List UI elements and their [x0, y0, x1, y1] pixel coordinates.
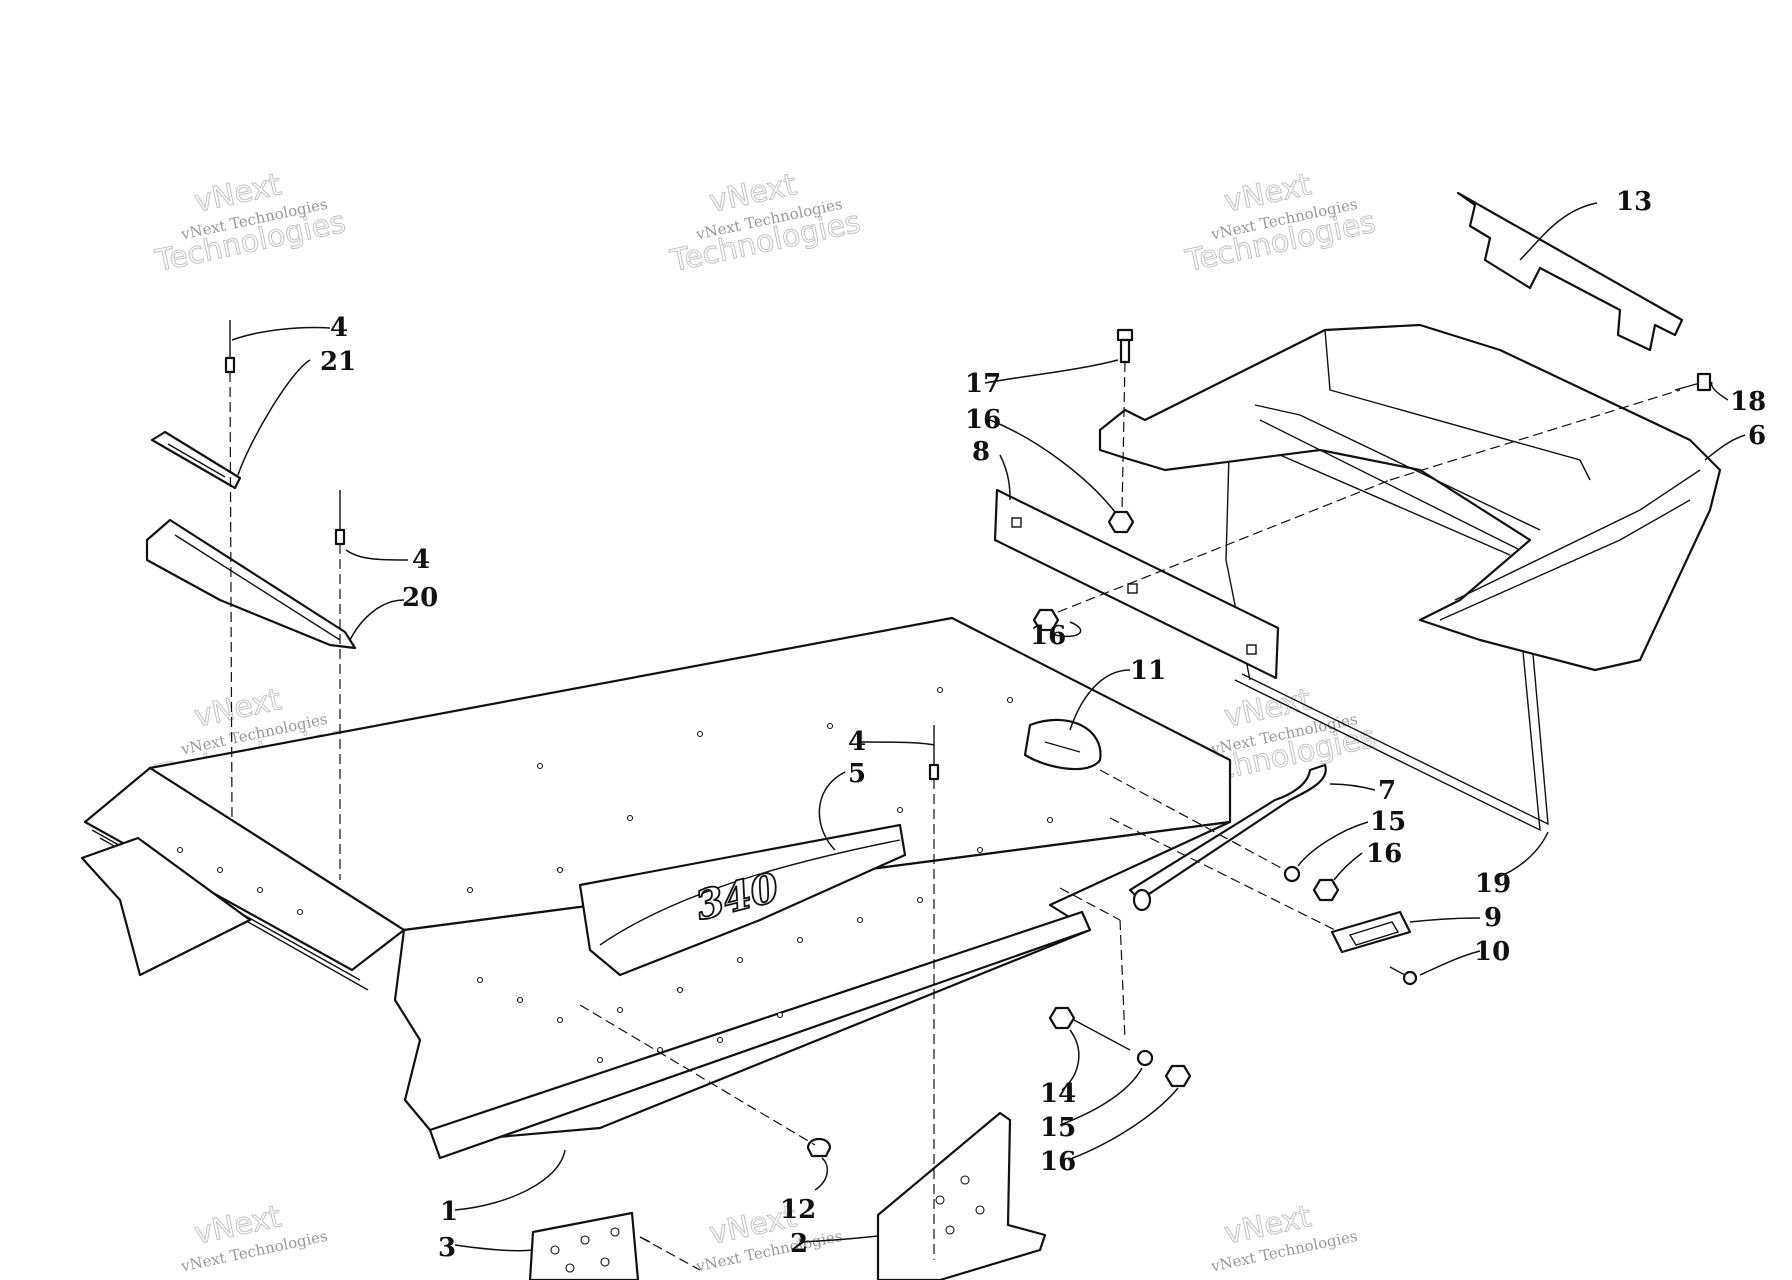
callout-21: 21	[320, 347, 356, 377]
part-20-angle-bracket	[145, 518, 357, 650]
part-3-plate	[528, 1211, 640, 1280]
callout-12: 12	[780, 1195, 816, 1225]
part-6-housing	[1098, 323, 1722, 672]
callouts: 4 21 4 20 4 5 6 7 8 9 10 11 12 13 14 15 …	[320, 187, 1766, 1263]
housing-body	[1098, 323, 1722, 672]
tube-end	[1132, 888, 1152, 912]
assembly-lines	[229, 361, 1681, 1271]
grommet-body	[1023, 718, 1102, 771]
watermark-8: vNext vNext Technologies	[694, 1199, 844, 1276]
emblem-trim-body	[578, 823, 907, 977]
callout-19: 19	[1475, 869, 1511, 899]
callout-11: 11	[1130, 656, 1166, 686]
callout-15-lower: 15	[1040, 1113, 1076, 1143]
callout-9: 9	[1484, 903, 1502, 933]
callout-16-mid: 16	[1030, 621, 1066, 651]
part-9-reflector	[1330, 910, 1412, 954]
support-bracket-body	[876, 1111, 1047, 1280]
callout-2: 2	[790, 1229, 808, 1259]
watermark-2: vNext vNext Technologies Technologies	[666, 167, 864, 280]
deck-front-rail	[428, 910, 1092, 1160]
watermark-3: vNext vNext Technologies Technologies	[1181, 167, 1379, 280]
tube-body	[1128, 763, 1327, 902]
part-7-tube	[1128, 763, 1327, 912]
plate-body	[528, 1211, 640, 1280]
nut-16a	[1107, 510, 1135, 534]
callout-13: 13	[1616, 187, 1652, 217]
part-21-strap	[150, 430, 242, 490]
callout-6: 6	[1748, 421, 1766, 451]
deck-left-tab	[80, 836, 252, 977]
callout-1: 1	[440, 1197, 458, 1227]
callout-4-mid-rivet: 4	[412, 545, 430, 575]
part-2-support-bracket	[876, 1111, 1047, 1280]
deck-front-face	[393, 820, 1232, 1144]
bolt-14	[1048, 1006, 1131, 1051]
watermark-9: vNext vNext Technologies	[1209, 1199, 1359, 1276]
nut-16c	[1312, 878, 1340, 902]
washer-15b	[1136, 1049, 1154, 1067]
callout-16-lower: 16	[1040, 1147, 1076, 1177]
leader-lines	[231, 202, 1746, 1252]
callout-15-right: 15	[1370, 807, 1406, 837]
screw-18	[1674, 372, 1712, 392]
rivet-4b	[334, 490, 346, 546]
callout-3: 3	[438, 1233, 456, 1263]
callout-7: 7	[1378, 776, 1396, 806]
callout-4-deck-rivet: 4	[848, 727, 866, 757]
watermark-7: vNext vNext Technologies	[179, 1199, 329, 1276]
part-13-gasket	[1456, 191, 1684, 352]
screw-10	[1389, 966, 1418, 986]
rivet-4a	[224, 320, 236, 374]
part-11-grommet	[1023, 718, 1102, 771]
gasket-body	[1456, 191, 1684, 352]
callout-16-right: 16	[1366, 839, 1402, 869]
part-8-bracket	[993, 488, 1280, 680]
plug-12	[806, 1137, 832, 1158]
callout-4-top-rivet: 4	[330, 313, 348, 343]
callout-10: 10	[1474, 937, 1510, 967]
callout-8: 8	[972, 437, 990, 467]
washer-15a	[1283, 865, 1301, 883]
callout-17: 17	[965, 369, 1001, 399]
callout-14: 14	[1040, 1079, 1076, 1109]
callout-16-top: 16	[965, 405, 1001, 435]
watermark-1: vNext vNext Technologies Technologies	[151, 167, 349, 280]
part-1-deck-panel	[80, 616, 1232, 1160]
callout-20: 20	[402, 583, 438, 613]
callout-5: 5	[848, 759, 866, 789]
callout-18: 18	[1730, 387, 1766, 417]
nut-16b	[1032, 608, 1060, 632]
screw-17	[1116, 328, 1134, 364]
nut-16d	[1164, 1064, 1192, 1088]
